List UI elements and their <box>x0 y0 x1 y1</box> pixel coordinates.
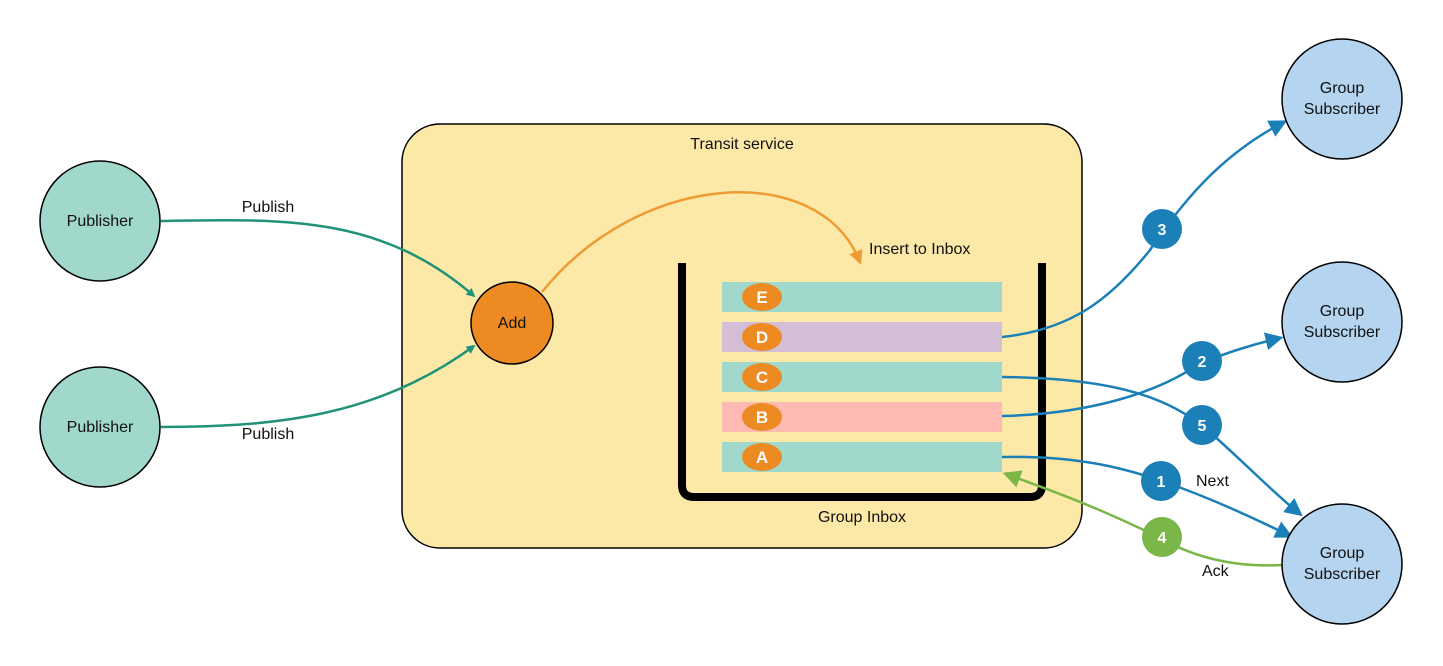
inbox-items: E D C B A <box>722 282 1002 472</box>
insert-arrow <box>541 191 863 293</box>
step-badge-1 <box>1141 461 1181 501</box>
item-badge-e <box>742 283 782 311</box>
publish-arrow-bottom <box>160 344 476 429</box>
step-badge-2 <box>1182 341 1222 381</box>
delivery-arrow-d-to-subscriber-top <box>1001 120 1288 339</box>
item-badge-a <box>742 443 782 471</box>
subscriber-top-line2: Subscriber <box>1304 101 1381 118</box>
publish-label-bottom: Publish <box>242 426 294 443</box>
ack-label: Ack <box>1202 563 1230 580</box>
item-letter-a: A <box>756 448 768 467</box>
publisher-node-bottom[interactable] <box>39 366 161 488</box>
item-badge-c <box>742 363 782 391</box>
subscriber-middle-line1: Group <box>1320 303 1365 320</box>
publish-label-top: Publish <box>242 199 294 216</box>
subscriber-node-middle[interactable] <box>1281 261 1403 383</box>
item-badge-b <box>742 403 782 431</box>
publisher-label-top: Publisher <box>67 213 134 230</box>
subscriber-node-bottom[interactable] <box>1281 503 1403 625</box>
step-badge-5 <box>1182 405 1222 445</box>
publisher-label-bottom: Publisher <box>67 419 134 436</box>
publish-arrow-top <box>160 218 476 298</box>
group-inbox-title: Group Inbox <box>818 509 906 526</box>
step-number-1: 1 <box>1157 474 1166 491</box>
subscriber-node-top[interactable] <box>1281 38 1403 160</box>
item-letter-e: E <box>756 288 767 307</box>
transit-service-title: Transit service <box>690 136 794 153</box>
add-label: Add <box>498 315 526 332</box>
add-node[interactable] <box>470 281 554 365</box>
group-inbox-walls <box>678 263 1046 501</box>
step-number-5: 5 <box>1198 418 1207 435</box>
subscriber-bottom-line2: Subscriber <box>1304 566 1381 583</box>
item-letter-b: B <box>756 408 768 427</box>
item-letter-d: D <box>756 328 768 347</box>
publisher-node-top[interactable] <box>39 160 161 282</box>
subscriber-middle-line2: Subscriber <box>1304 324 1381 341</box>
subscriber-bottom-line1: Group <box>1320 545 1365 562</box>
next-label: Next <box>1196 473 1229 490</box>
insert-label: Insert to Inbox <box>869 241 970 258</box>
step-badge-4 <box>1142 517 1182 557</box>
step-badge-3 <box>1142 209 1182 249</box>
step-number-4: 4 <box>1158 530 1167 547</box>
item-letter-c: C <box>756 368 768 387</box>
subscriber-top-line1: Group <box>1320 80 1365 97</box>
step-number-2: 2 <box>1198 354 1207 371</box>
step-number-3: 3 <box>1158 222 1167 239</box>
item-badge-d <box>742 323 782 351</box>
